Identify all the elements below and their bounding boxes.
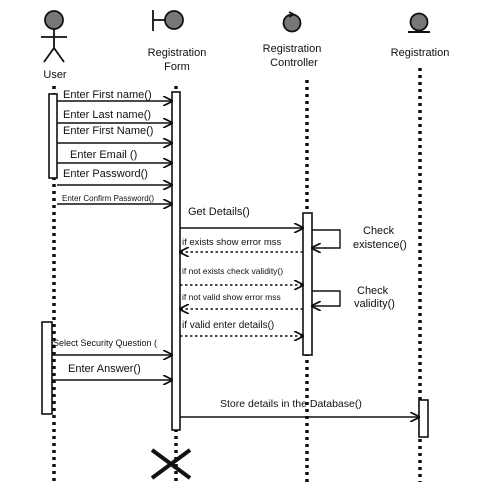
activation-user-1 (48, 93, 58, 179)
message-label: if valid enter details() (182, 320, 274, 331)
boundary-icon (152, 10, 184, 31)
message-label: Enter First Name() (63, 125, 153, 137)
message-label: if not valid show error mss (182, 292, 281, 302)
participant-label-line2: Controller (270, 57, 318, 69)
control-icon (282, 11, 302, 33)
message-label: Store details in the Database() (220, 398, 362, 410)
activation-registration-form (171, 91, 181, 431)
self-call-label-line1: Check (363, 225, 395, 237)
message-label: Enter Answer() (68, 363, 141, 375)
message-label: if exists show error mss (182, 237, 281, 248)
destroy-x-icon (150, 448, 192, 480)
activation-registration-entity (418, 399, 429, 438)
self-call-arrow (312, 290, 341, 306)
message-label: Enter Password() (63, 168, 148, 180)
participant-registration-controller: Registration Controller (263, 11, 322, 69)
message-label: Enter Email () (70, 149, 137, 161)
participant-label: Registration (391, 47, 450, 59)
self-call-label-line2: existence() (353, 239, 407, 251)
actor-user: User (41, 10, 67, 81)
participant-label-line2: Form (164, 61, 190, 73)
participant-registration-form: Registration Form (148, 10, 207, 73)
activation-registration-controller (302, 212, 313, 356)
message-label: Select Security Question ( (53, 338, 157, 348)
message-label: Enter Last name() (63, 109, 151, 121)
self-call-label-line1: Check (357, 285, 389, 297)
entity-icon (408, 12, 430, 33)
message-label: Enter Confirm Password() (62, 194, 154, 203)
message-label: Enter First name() (63, 89, 152, 101)
message-label: if not exists check validity() (182, 266, 283, 276)
self-call-label-line2: validity() (354, 298, 395, 310)
self-call-arrow (312, 229, 341, 248)
participant-label-line1: Registration (263, 43, 322, 55)
participant-registration-entity: Registration (391, 12, 450, 59)
actor-label: User (43, 69, 67, 81)
actor-icon (41, 10, 67, 63)
message-label: Get Details() (188, 206, 250, 218)
participant-label-line1: Registration (148, 47, 207, 59)
activation-user-2 (41, 321, 53, 415)
